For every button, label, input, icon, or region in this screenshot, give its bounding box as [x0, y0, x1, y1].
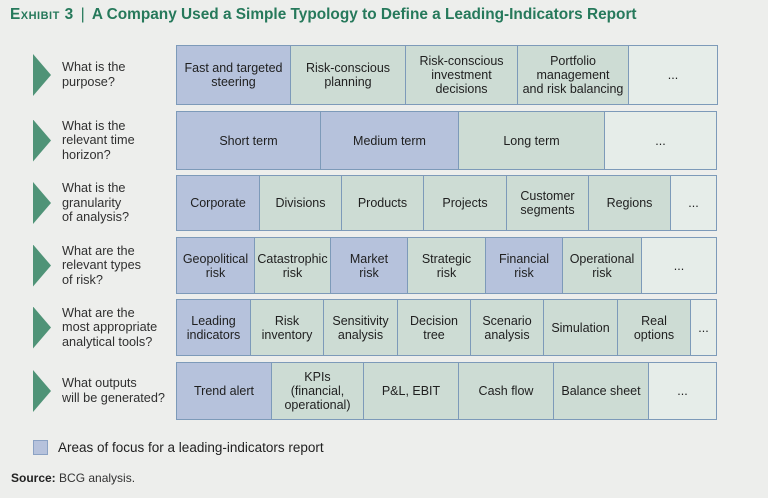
row-label: What is the purpose?	[62, 60, 126, 89]
cell-market-risk: Market risk	[330, 237, 407, 294]
cell-medium-term: Medium term	[320, 111, 458, 170]
cell-simulation: Simulation	[543, 299, 617, 356]
arrow-icon	[33, 182, 51, 224]
row-outputs: What outputs will be generated? Trend ale…	[0, 362, 768, 420]
cell-: ...	[670, 175, 717, 231]
cell-decision-tree: Decision tree	[397, 299, 470, 356]
source-label: Source:	[11, 471, 56, 485]
cell-kpis-financial-operational: KPIs (financial, operational)	[271, 362, 363, 420]
cell-risk-conscious-investment-decisions: Risk-conscious investment decisions	[405, 45, 517, 105]
cell-real-options: Real options	[617, 299, 690, 356]
cell-balance-sheet: Balance sheet	[553, 362, 648, 420]
cell-catastrophic-risk: Catastrophic risk	[254, 237, 330, 294]
cell-regions: Regions	[588, 175, 670, 231]
cell-strategic-risk: Strategic risk	[407, 237, 485, 294]
cell-projects: Projects	[423, 175, 506, 231]
cell-: ...	[690, 299, 717, 356]
row-purpose: What is the purpose? Fast and targeted st…	[0, 45, 768, 105]
cell-risk-conscious-planning: Risk-conscious planning	[290, 45, 405, 105]
cell-financial-risk: Financial risk	[485, 237, 562, 294]
cell-divisions: Divisions	[259, 175, 341, 231]
cell-risk-inventory: Risk inventory	[250, 299, 323, 356]
cell-sensitivity-analysis: Sensitivity analysis	[323, 299, 397, 356]
row-label: What is the relevant time horizon?	[62, 118, 135, 162]
cell-products: Products	[341, 175, 423, 231]
exhibit-title: Exhibit 3 | A Company Used a Simple Typolo…	[10, 6, 637, 24]
cell-leading-indicators: Leading indicators	[176, 299, 250, 356]
cell-operational-risk: Operational risk	[562, 237, 641, 294]
cell-long-term: Long term	[458, 111, 604, 170]
arrow-icon	[33, 54, 51, 96]
row-label: What are the relevant types of risk?	[62, 243, 141, 287]
cell-corporate: Corporate	[176, 175, 259, 231]
source-note: Source: BCG analysis.	[11, 471, 135, 485]
source-text: BCG analysis.	[55, 471, 136, 485]
cell-customer-segments: Customer segments	[506, 175, 588, 231]
cell-: ...	[604, 111, 717, 170]
cell-p-l-ebit: P&L, EBIT	[363, 362, 458, 420]
cell-portfolio-management-and-risk-balancing: Portfolio management and risk balancing	[517, 45, 628, 105]
cell-trend-alert: Trend alert	[176, 362, 271, 420]
row-label: What is the granularity of analysis?	[62, 181, 129, 225]
row-label: What are the most appropriate analytical…	[62, 305, 158, 349]
cell-short-term: Short term	[176, 111, 320, 170]
row-granularity: What is the granularity of analysis? Corp…	[0, 175, 768, 231]
arrow-icon	[33, 370, 51, 412]
cell-: ...	[641, 237, 717, 294]
row-risk-types: What are the relevant types of risk? Geop…	[0, 237, 768, 294]
cell-fast-and-targeted-steering: Fast and targeted steering	[176, 45, 290, 105]
cell-: ...	[628, 45, 718, 105]
cell-cash-flow: Cash flow	[458, 362, 553, 420]
arrow-icon	[33, 119, 51, 162]
page-title: A Company Used a Simple Typology to Defi…	[91, 6, 637, 23]
row-analytical-tools: What are the most appropriate analytical…	[0, 299, 768, 356]
exhibit-number: Exhibit 3	[10, 6, 74, 23]
arrow-icon	[33, 244, 51, 287]
title-separator: |	[80, 6, 85, 23]
row-time-horizon: What is the relevant time horizon? Short …	[0, 111, 768, 170]
cell-scenario-analysis: Scenario analysis	[470, 299, 543, 356]
arrow-icon	[33, 306, 51, 349]
legend-swatch	[33, 440, 48, 455]
cell-: ...	[648, 362, 717, 420]
legend-label: Areas of focus for a leading-indicators …	[58, 440, 324, 455]
cell-geopolitical-risk: Geopolitical risk	[176, 237, 254, 294]
row-label: What outputs will be generated?	[62, 376, 165, 405]
legend: Areas of focus for a leading-indicators …	[33, 440, 324, 455]
